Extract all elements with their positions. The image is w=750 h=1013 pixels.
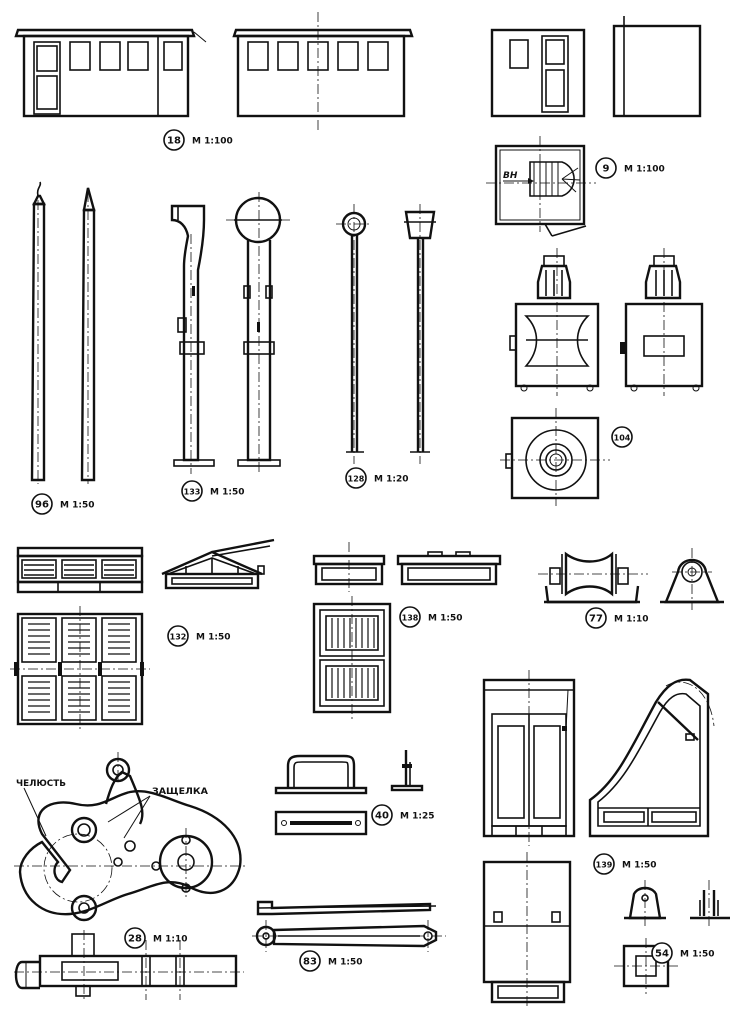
bollard-front [690,880,730,926]
davit-elevation [256,900,437,916]
bollard-plan [614,938,678,994]
item-number: 138 [402,614,419,623]
mast-pair [30,181,96,484]
davit-plan [252,920,446,952]
item-number: 28 [128,934,142,945]
item-marker-54: 54 М 1:50 [651,942,714,964]
item-number: 128 [348,475,365,484]
item-number: 77 [589,614,603,625]
stair-entry-label: ВН [503,171,518,181]
scale-label: М 1:100 [624,165,665,175]
item-number: 133 [184,488,201,497]
hatch-plan [312,596,392,720]
companion-front [482,670,576,846]
stair-plan: ВН [486,136,596,237]
scale-label: М 1:10 [614,615,648,625]
scale-label: М 1:50 [622,861,656,871]
item-marker-83: 83 М 1:50 [299,950,362,972]
handrail-front [274,754,368,795]
companion-plan [482,852,572,1008]
item-marker-104: 104 [611,426,633,448]
handrail-side [390,750,424,792]
item-number: 83 [303,957,317,968]
towing-hook-elevation [14,930,244,1000]
cabin-end-elevation [490,28,586,118]
item-labels: 18 М 1:100 9 М 1:100 96 М 1:50 133 М 1:50 128 М 1… [31,129,714,972]
hatch-elevation [312,542,386,592]
item-number: 132 [170,633,187,642]
item-marker-28: 28 М 1:10 [124,927,187,949]
item-marker-138: 138 М 1:50 [399,606,462,628]
item-marker-77: 77 М 1:10 [585,607,648,629]
fairlead-roller-end [660,548,724,610]
item-number: 96 [35,500,49,511]
item-marker-18: 18 М 1:100 [163,129,233,151]
companion-side [588,678,715,838]
scale-label: М 1:20 [374,475,408,485]
towing-hook-plan: ЧЕЛЮСТЬ ЗАЩЕЛКА [14,752,246,922]
vent-pipe-side [170,204,215,474]
skylight-elevation [16,546,144,594]
scale-label: М 1:10 [153,935,187,945]
latch-callout: ЗАЩЕЛКА [152,787,208,797]
scale-label: М 1:50 [680,950,714,960]
searchlight-front [620,248,704,396]
item-marker-139: 139 М 1:50 [593,853,656,875]
scale-label: М 1:25 [400,812,434,822]
lamp-post-front [336,204,372,464]
bollard-side [624,880,666,926]
cabin-plain-elevation [612,16,702,118]
item-number: 18 [167,136,181,147]
skylight-end [161,538,275,590]
item-number: 104 [614,434,631,443]
item-marker-132: 132 М 1:50 [167,625,230,647]
item-number: 139 [596,861,613,870]
lamp-post-side [404,204,436,464]
item-marker-40: 40 М 1:25 [371,804,434,826]
scale-label: М 1:100 [192,137,233,147]
searchlight-side [509,248,600,396]
item-marker-133: 133 М 1:50 [181,480,244,502]
item-marker-9: 9 М 1:100 [595,157,665,179]
item-number: 40 [375,811,389,822]
item-number: 9 [603,164,610,175]
item-marker-128: 128 М 1:20 [345,467,408,489]
scale-label: М 1:50 [210,488,244,498]
cabin-rear-elevation [232,12,414,130]
item-marker-96: 96 М 1:50 [31,493,94,515]
scale-label: М 1:50 [60,501,94,511]
searchlight-plan [500,408,610,506]
scale-label: М 1:50 [196,633,230,643]
hatch-side [396,551,502,586]
vent-pipe-front [226,192,290,474]
jaw-callout: ЧЕЛЮСТЬ [16,779,66,789]
scale-label: М 1:50 [328,958,362,968]
skylight-plan [10,606,150,732]
item-number: 54 [655,949,669,960]
handrail-plan [274,810,368,836]
cabin-side-elevation [14,28,207,118]
scale-label: М 1:50 [428,614,462,624]
fairlead-roller-side [538,551,648,604]
